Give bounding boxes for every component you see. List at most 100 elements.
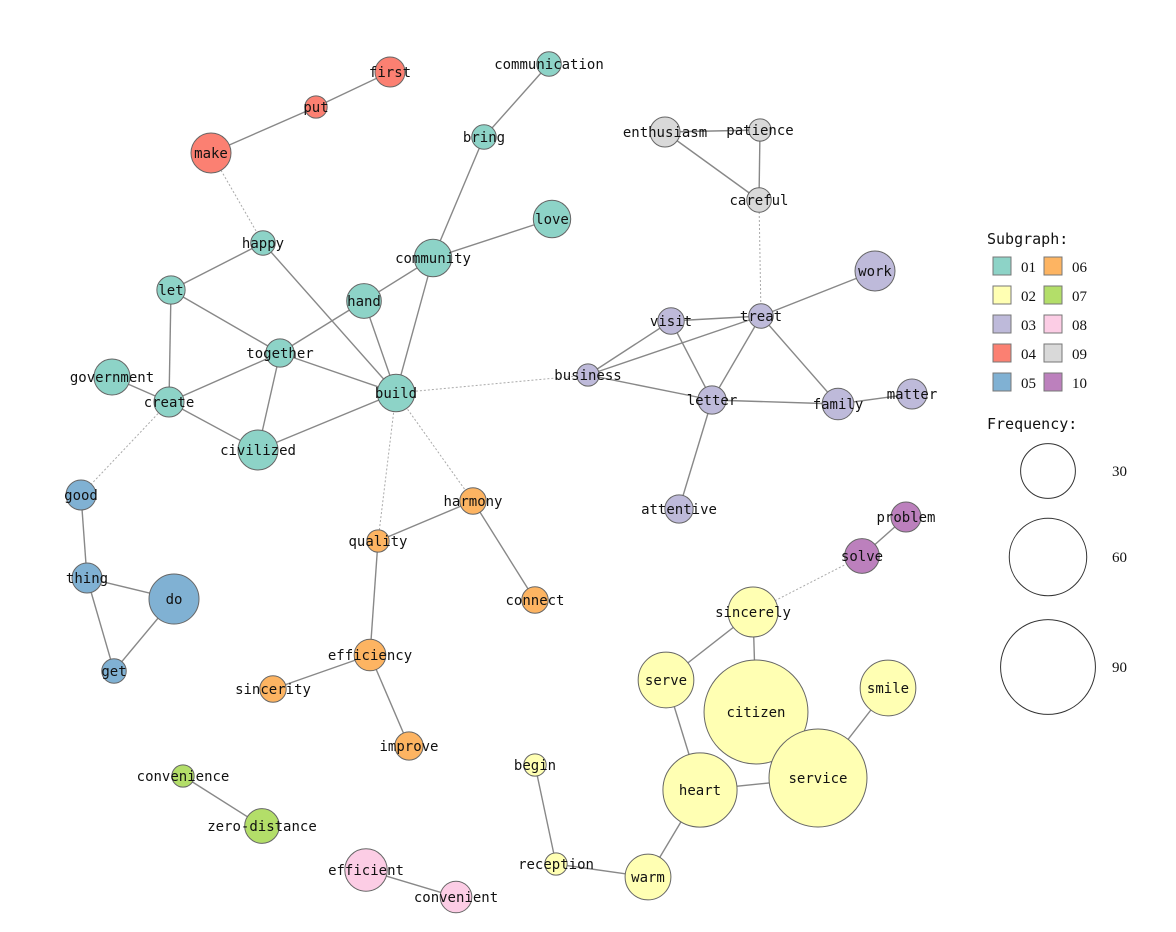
edge-happy-build (262, 242, 397, 394)
legend-label-07: 07 (1072, 289, 1088, 305)
node-love[interactable] (532, 199, 572, 239)
legend-subgraph-title: Subgraph: (987, 230, 1068, 248)
node-happy[interactable] (250, 230, 276, 256)
node-label-letter: letter (687, 393, 738, 409)
legend-swatch-04 (992, 343, 1012, 363)
node-warm[interactable] (624, 853, 672, 901)
node-family[interactable] (821, 387, 855, 421)
node-label-business: business (554, 368, 621, 384)
node-label-civilized: civilized (220, 443, 296, 459)
node-label-begin: begin (514, 758, 556, 774)
node-label-convenience: convenience (137, 769, 230, 785)
node-civilized[interactable] (237, 429, 279, 471)
node-label-do: do (166, 592, 183, 608)
node-begin[interactable] (523, 753, 547, 777)
node-reception[interactable] (544, 852, 568, 876)
node-make[interactable] (190, 132, 232, 174)
node-label-zero-distance: zero-distance (207, 819, 317, 835)
node-government[interactable] (93, 358, 131, 396)
node-convenience[interactable] (171, 764, 195, 788)
legend-frequency-circle-90 (1000, 619, 1096, 715)
node-hand[interactable] (346, 283, 382, 319)
node-zero-distance[interactable] (244, 808, 280, 844)
edge-efficiency-sincerity (272, 654, 371, 690)
node-label-careful: careful (729, 193, 788, 209)
node-label-happy: happy (242, 236, 284, 252)
node-serve[interactable] (637, 651, 695, 709)
node-good[interactable] (65, 479, 97, 511)
node-efficiency[interactable] (353, 638, 387, 672)
edge-build-quality (377, 392, 397, 542)
node-improve[interactable] (394, 731, 424, 761)
node-sincerely[interactable] (727, 586, 779, 638)
edge-thing-get (86, 577, 115, 672)
node-label-reception: reception (518, 857, 594, 873)
node-work[interactable] (854, 250, 896, 292)
node-service[interactable] (768, 728, 868, 828)
node-problem[interactable] (890, 501, 922, 533)
legend-swatch-07 (1043, 285, 1063, 305)
node-first[interactable] (374, 56, 406, 88)
node-treat[interactable] (748, 303, 774, 329)
edge-careful-treat (758, 199, 762, 317)
node-efficient[interactable] (344, 848, 388, 892)
node-smile[interactable] (859, 659, 917, 717)
edge-enthusiasm-careful (664, 131, 760, 201)
node-label-make: make (194, 146, 228, 162)
node-label-solve: solve (841, 549, 883, 565)
edge-love-community (432, 218, 553, 259)
node-thing[interactable] (71, 562, 103, 594)
node-put[interactable] (304, 95, 328, 119)
legend-label-08: 08 (1072, 318, 1087, 334)
node-label-sincerity: sincerity (235, 682, 311, 698)
node-business[interactable] (576, 363, 600, 387)
edge-efficiency-improve (369, 654, 410, 747)
edge-letter-attentive (678, 399, 713, 510)
node-attentive[interactable] (664, 494, 694, 524)
legend-label-02: 02 (1021, 289, 1036, 305)
node-quality[interactable] (366, 529, 390, 553)
node-bring[interactable] (471, 124, 497, 150)
node-sincerity[interactable] (259, 675, 287, 703)
edge-treat-family (760, 315, 839, 405)
node-matter[interactable] (896, 378, 928, 410)
node-connect[interactable] (521, 586, 549, 614)
node-enthusiasm[interactable] (649, 116, 681, 148)
node-communication[interactable] (536, 51, 562, 77)
node-heart[interactable] (662, 752, 738, 828)
node-build[interactable] (376, 373, 416, 413)
edge-happy-let (170, 242, 264, 291)
node-label-smile: smile (867, 681, 909, 697)
node-label-good: good (64, 488, 98, 504)
node-label-communication: communication (494, 57, 604, 73)
edge-treat-visit (670, 315, 762, 322)
node-create[interactable] (153, 386, 185, 418)
edge-create-good (80, 401, 170, 496)
node-visit[interactable] (657, 307, 685, 335)
node-letter[interactable] (697, 385, 727, 415)
edge-communication-bring (483, 63, 550, 138)
node-do[interactable] (148, 573, 200, 625)
node-careful[interactable] (746, 187, 772, 213)
edge-community-build (395, 257, 434, 394)
node-get[interactable] (101, 658, 127, 684)
node-convenient[interactable] (439, 880, 473, 914)
node-let[interactable] (156, 275, 186, 305)
legend-label-05: 05 (1021, 376, 1036, 392)
node-label-quality: quality (348, 534, 407, 550)
node-solve[interactable] (844, 538, 880, 574)
edge-business-letter (587, 374, 713, 401)
node-community[interactable] (413, 238, 453, 278)
edge-harmony-connect (472, 500, 536, 601)
node-label-citizen: citizen (726, 705, 785, 721)
node-label-work: work (858, 264, 892, 280)
node-patience[interactable] (748, 118, 772, 142)
node-citizen[interactable] (703, 659, 809, 765)
node-label-first: first (369, 65, 411, 81)
node-harmony[interactable] (459, 487, 487, 515)
legend-label-06: 06 (1072, 260, 1088, 276)
node-label-community: community (395, 251, 471, 267)
node-together[interactable] (265, 338, 295, 368)
